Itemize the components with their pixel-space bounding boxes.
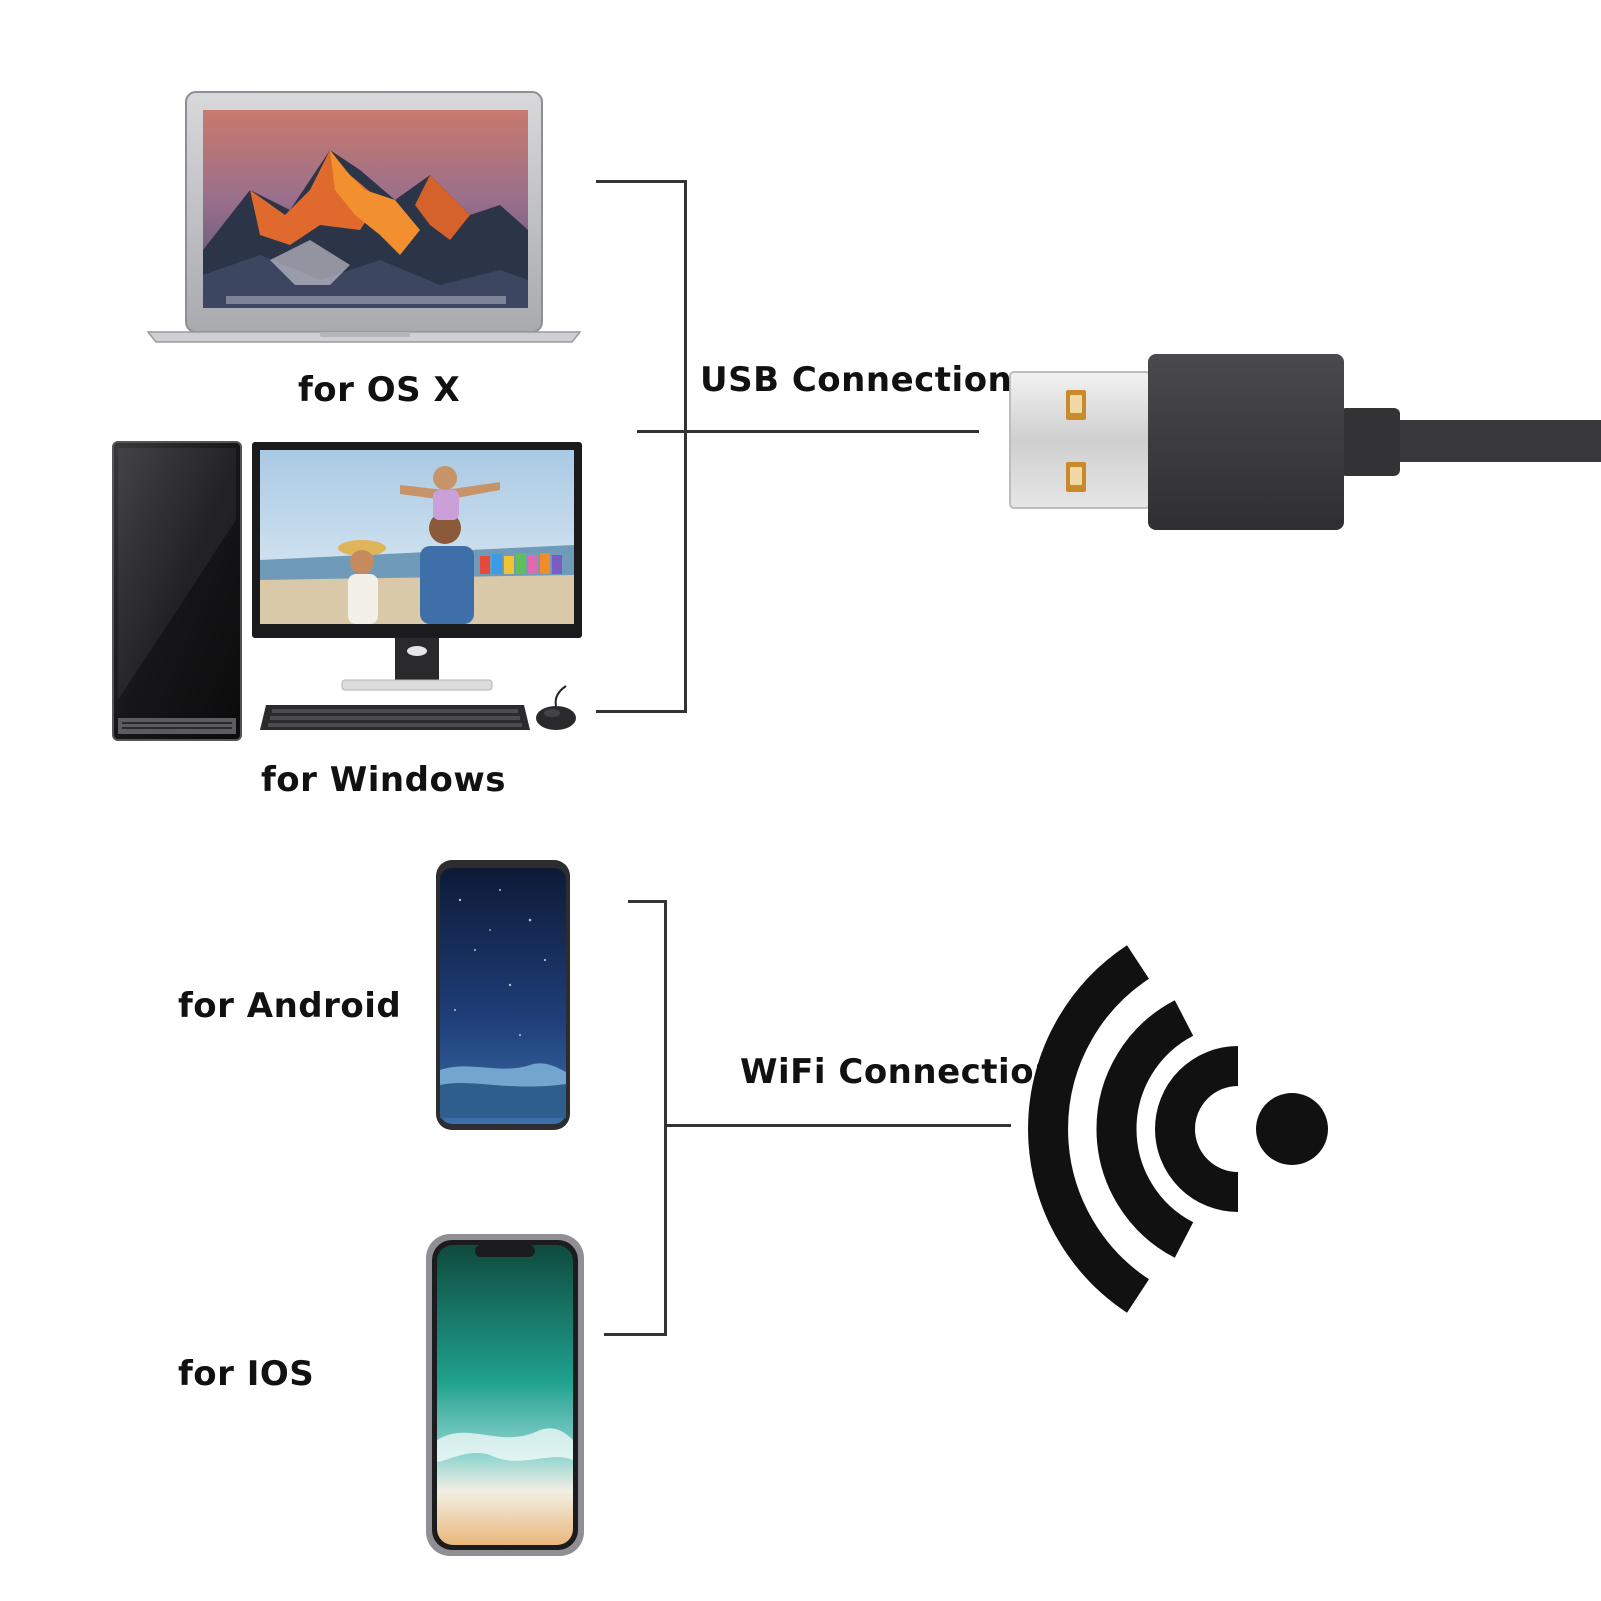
wifi-connector-line <box>666 1124 1011 1127</box>
label-android: for Android <box>178 986 402 1026</box>
usb-bracket-vertical <box>684 180 687 713</box>
wifi-bracket-bottom <box>604 1333 666 1336</box>
label-wifi-connection: WiFi Connection <box>740 1052 1059 1092</box>
wifi-bracket-vertical <box>664 900 667 1336</box>
label-ios: for IOS <box>178 1354 315 1394</box>
usb-connector-line <box>637 430 979 433</box>
usb-bracket-bottom <box>596 710 686 713</box>
label-os-x: for OS X <box>298 370 461 410</box>
label-usb-connection: USB Connection <box>700 360 1013 400</box>
usb-bracket-top <box>596 180 686 183</box>
wifi-bracket-top <box>628 900 666 903</box>
label-windows: for Windows <box>261 760 506 800</box>
